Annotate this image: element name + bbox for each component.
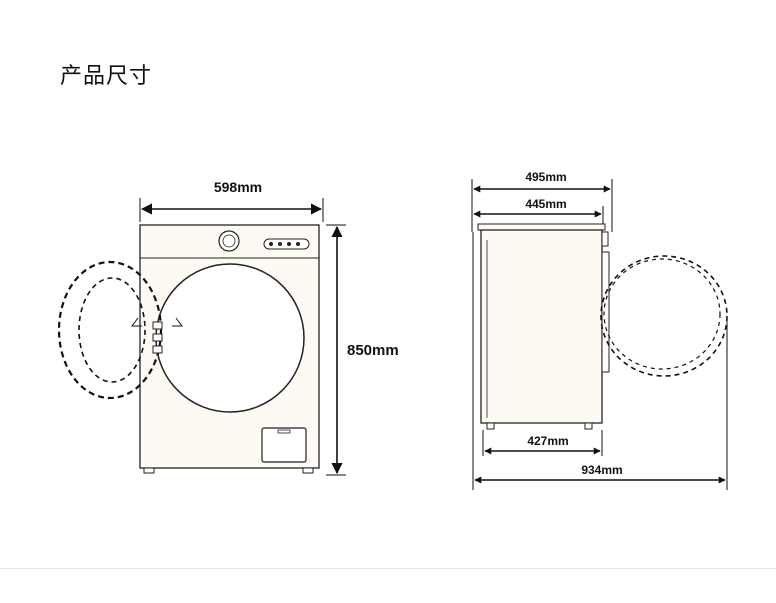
door-side xyxy=(601,251,610,373)
door-opening xyxy=(155,263,305,413)
hinge xyxy=(152,321,163,330)
display-panel xyxy=(263,238,310,250)
panel-button-icon xyxy=(269,242,273,246)
panel-button-icon xyxy=(296,242,300,246)
panel-button-icon xyxy=(287,242,291,246)
front-width-label: 598mm xyxy=(214,179,262,195)
filter-cover xyxy=(261,427,307,463)
front-view: 598mm 850mm xyxy=(57,179,399,476)
open-door-side-inner xyxy=(603,258,721,370)
hinge xyxy=(152,345,163,354)
swing-arrow-icon xyxy=(131,317,142,327)
hinge xyxy=(152,333,163,342)
side-depth-open-label: 934mm xyxy=(581,463,622,477)
page-title: 产品尺寸 xyxy=(60,64,153,89)
foot xyxy=(143,467,155,474)
side-depth-body-label: 445mm xyxy=(525,197,566,211)
top-lid xyxy=(477,223,606,231)
foot xyxy=(302,467,314,474)
panel-button-icon xyxy=(278,242,282,246)
side-view: 495mm 445mm 427mm 934mm xyxy=(471,170,728,490)
side-depth-top-label: 495mm xyxy=(525,170,566,184)
foot xyxy=(486,422,495,430)
swing-arrow-icon xyxy=(172,317,183,327)
open-door-glass xyxy=(78,277,146,383)
open-door-side-outline xyxy=(600,255,728,377)
divider xyxy=(0,568,776,569)
machine-body-side xyxy=(480,229,603,424)
front-height-label: 850mm xyxy=(347,342,399,359)
control-panel-side xyxy=(601,231,609,247)
side-depth-base-label: 427mm xyxy=(527,434,568,448)
dial-knob-icon xyxy=(218,230,240,252)
open-door-outline xyxy=(57,260,163,400)
foot xyxy=(584,422,593,430)
